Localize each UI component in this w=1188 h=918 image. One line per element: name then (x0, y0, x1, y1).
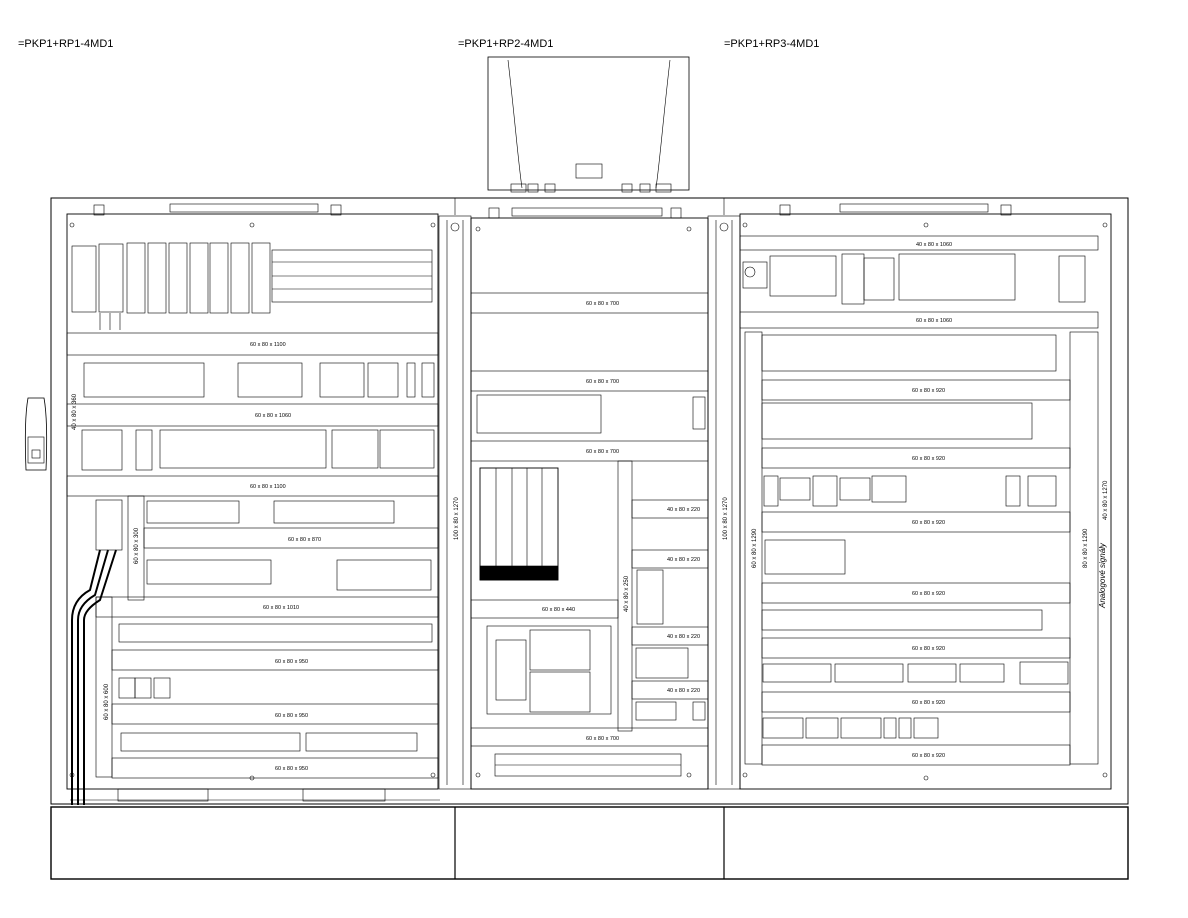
rp2-duct-1 (470, 292, 709, 314)
rp3-duct-label-4: 60 x 80 x 920 (912, 456, 945, 462)
rp1-lower-devices (118, 623, 433, 752)
rp3-vertical-label-3: 40 x 80 x 1270 (1103, 480, 1109, 520)
rp2-relays (635, 647, 689, 679)
rp3-vertical-duct-b (1069, 331, 1099, 765)
rp3-duct-label-5: 60 x 80 x 920 (912, 520, 945, 526)
rp1-duct-6 (111, 649, 439, 671)
rp3-relay-row (764, 539, 846, 575)
rp2-vertical-duct (617, 460, 633, 732)
rp2-fuse-disconnectors (479, 467, 559, 581)
rp1-vertical-label-1: 40 x 80 x 360 (72, 393, 78, 430)
vertical-column-left (438, 215, 472, 790)
rp2-duct-label-5: 60 x 80 x 700 (586, 736, 619, 742)
rp3-plc-rack (742, 253, 1086, 305)
rp3-vertical-label-1: 60 x 80 x 1290 (752, 528, 758, 568)
cabinet-title-rp3: =PKP1+RP3-4MD1 (724, 38, 820, 50)
rp1-duct-label-4: 60 x 80 x 870 (288, 537, 321, 543)
rp3-lower-modules (762, 717, 939, 739)
rp2-side-duct-4 (631, 680, 709, 700)
rp3-duct-label-1: 40 x 80 x 1060 (916, 242, 952, 248)
rp1-row4-terminals (95, 499, 432, 591)
rp2-duct-label-3: 60 x 80 x 700 (586, 449, 619, 455)
top-rails (93, 203, 1012, 219)
rp2-side-label-4: 40 x 80 x 220 (667, 688, 700, 694)
rp1-vertical-label-3: 60 x 80 x 600 (104, 683, 110, 720)
rp2-duct-2 (470, 370, 709, 392)
rp3-io-modules (763, 475, 1057, 507)
rp2-duct-label-1: 60 x 80 x 700 (586, 301, 619, 307)
rp1-duct-label-5: 60 x 80 x 1010 (263, 605, 299, 611)
rp3-terminal-block-2 (761, 402, 1033, 440)
mounting-plate-rp1 (66, 213, 439, 790)
rp3-duct-label-6: 60 x 80 x 920 (912, 591, 945, 597)
rp2-duct-5 (470, 727, 709, 747)
rp1-vertical-duct-c (95, 596, 113, 778)
rp2-side-duct-3 (631, 626, 709, 646)
rp1-duct-3 (66, 475, 439, 497)
rp2-transformer (486, 625, 612, 715)
rp1-duct-label-6: 60 x 80 x 950 (275, 659, 308, 665)
door-handle (24, 397, 48, 471)
rp2-duct-3 (470, 440, 709, 462)
rp2-side-label-3: 40 x 80 x 220 (667, 634, 700, 640)
vertical-column-right (707, 215, 741, 790)
rp3-terminal-block-1 (761, 334, 1057, 372)
rp1-cable-glands (70, 788, 440, 802)
rp3-duct-label-2: 60 x 80 x 1060 (916, 318, 952, 324)
rp1-vertical-label-2: 60 x 80 x 300 (134, 527, 140, 564)
cabinet-title-rp1: =PKP1+RP1-4MD1 (18, 38, 114, 50)
rp3-duct-label-9: 60 x 80 x 920 (912, 753, 945, 759)
rp2-side-label-1: 40 x 80 x 220 (667, 507, 700, 513)
rp2-side-label-2: 40 x 80 x 220 (667, 557, 700, 563)
rp2-box (636, 569, 664, 625)
rp2-side-duct-2 (631, 549, 709, 569)
rp1-row1-devices (71, 242, 433, 330)
rp3-duct-1 (739, 235, 1099, 251)
rp2-row-breakers (476, 394, 706, 434)
rp2-vertical-label-1: 40 x 80 x 250 (624, 575, 630, 612)
rp1-row2-breakers (83, 362, 435, 398)
cabinet-title-rp2: =PKP1+RP2-4MD1 (458, 38, 554, 50)
rp1-duct-2 (66, 403, 439, 427)
rp1-duct-label-2: 60 x 80 x 1060 (255, 413, 291, 419)
rp3-duct-label-7: 60 x 80 x 920 (912, 646, 945, 652)
rp1-duct-7 (111, 703, 439, 725)
rp3-duct-2 (739, 311, 1099, 329)
rp2-side-duct-1 (631, 499, 709, 519)
rp1-duct-1 (66, 332, 439, 356)
rp3-converters (762, 661, 1069, 685)
rp2-vertical-label-2: 100 x 80 x 1270 (454, 497, 460, 540)
rp1-row3-devices (81, 429, 435, 471)
rp3-vertical-duct-a (744, 331, 763, 765)
cabinet-frame (50, 197, 1129, 805)
rp1-duct-8 (111, 757, 439, 779)
cabinet-plinth (50, 806, 1129, 880)
rp2-terminal-strip (494, 753, 682, 777)
roof-fan-unit (487, 56, 690, 193)
rp2-duct-label-4: 60 x 80 x 440 (542, 607, 575, 613)
rp1-duct-4 (143, 527, 439, 549)
rp3-duct-label-8: 60 x 80 x 920 (912, 700, 945, 706)
rp1-duct-label-3: 60 x 80 x 1100 (250, 484, 286, 490)
rp2-vertical-label-3: 100 x 80 x 1270 (723, 497, 729, 540)
rp2-duct-4 (470, 599, 619, 619)
mounting-holes (69, 222, 1108, 781)
rp3-side-title: Analogové signály (1098, 542, 1107, 609)
rp3-terminal-block-3 (761, 609, 1043, 631)
rp3-duct-label-3: 60 x 80 x 920 (912, 388, 945, 394)
rp1-duct-label-1: 60 x 80 x 1100 (250, 342, 286, 348)
rp1-duct-label-8: 60 x 80 x 950 (275, 766, 308, 772)
rp3-vertical-label-2: 80 x 80 x 1290 (1083, 528, 1089, 568)
rp2-duct-label-2: 60 x 80 x 700 (586, 379, 619, 385)
rp1-duct-label-7: 60 x 80 x 950 (275, 713, 308, 719)
